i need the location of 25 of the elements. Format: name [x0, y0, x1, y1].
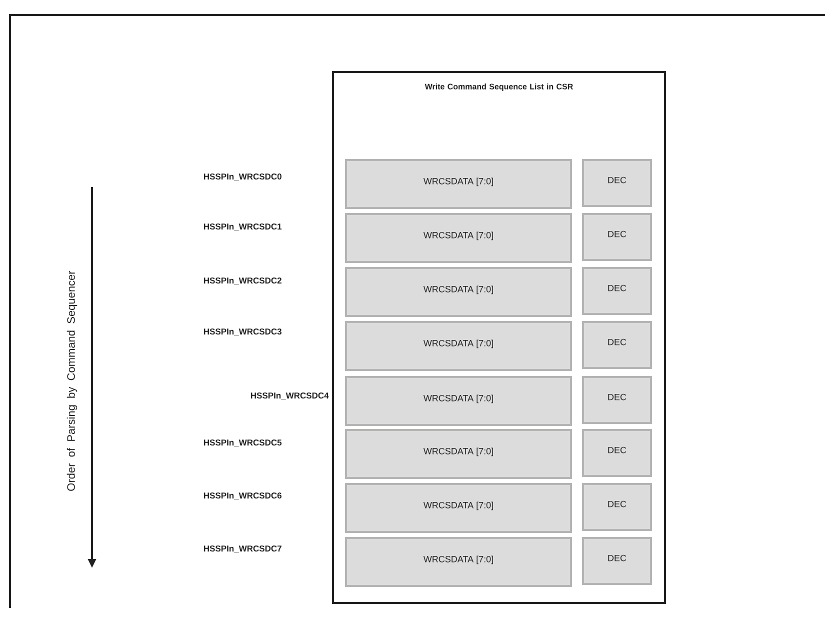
dec-cell: DEC — [582, 537, 652, 585]
register-label: HSSPIn_WRCSDC1 — [204, 224, 282, 230]
register-label: HSSPIn_WRCSDC5 — [204, 440, 282, 446]
dec-cell: DEC — [582, 321, 652, 369]
dec-cell: DEC — [582, 267, 652, 315]
register-label: HSSPIn_WRCSDC4 — [250, 392, 329, 400]
direction-label: Order of Parsing by Command Sequencer — [66, 270, 78, 491]
data-cell: WRCSDATA [7:0] — [345, 483, 572, 533]
dec-cell: DEC — [582, 376, 652, 424]
dec-cell: DEC — [582, 159, 652, 207]
data-cell: WRCSDATA [7:0] — [345, 321, 572, 371]
dec-cell: DEC — [582, 213, 652, 261]
register-label: HSSPIn_WRCSDC3 — [204, 328, 282, 336]
register-label: HSSPIn_WRCSDC7 — [204, 546, 282, 552]
data-cell: WRCSDATA [7:0] — [345, 537, 572, 587]
dec-cell: DEC — [582, 483, 652, 531]
register-label: HSSPIn_WRCSDC6 — [204, 492, 282, 500]
register-label: HSSPIn_WRCSDC0 — [204, 174, 282, 180]
data-cell: WRCSDATA [7:0] — [345, 267, 572, 317]
register-label: HSSPIn_WRCSDC2 — [204, 278, 282, 284]
data-cell: WRCSDATA [7:0] — [345, 376, 572, 426]
dec-cell: DEC — [582, 429, 652, 477]
data-cell: WRCSDATA [7:0] — [345, 213, 572, 263]
data-cell: WRCSDATA [7:0] — [345, 159, 572, 209]
data-cell: WRCSDATA [7:0] — [345, 429, 572, 479]
